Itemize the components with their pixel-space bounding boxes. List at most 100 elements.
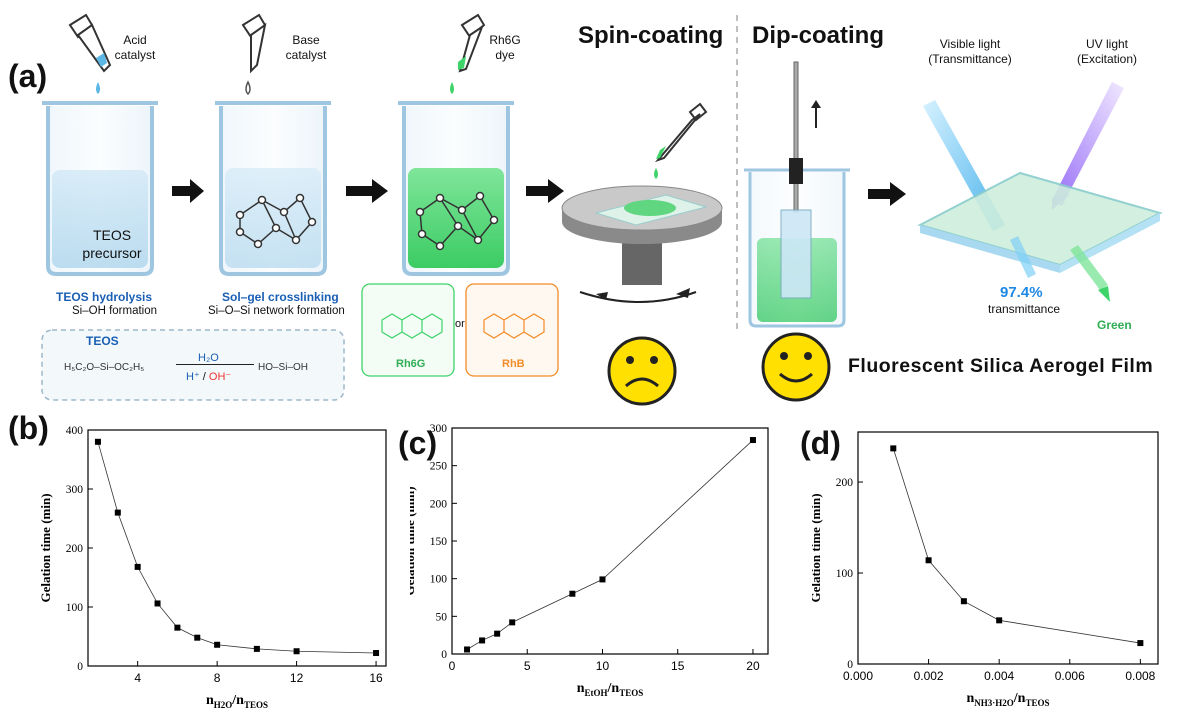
plot-frame — [857, 431, 1159, 665]
spin-coating-title: Spin-coating — [578, 22, 724, 49]
catalyst-label: H⁺ / OH⁻ — [186, 371, 232, 383]
or-label: or — [455, 318, 465, 330]
y-tick-label: 0 — [847, 659, 853, 671]
data-point — [494, 630, 501, 637]
data-point — [569, 590, 576, 597]
aerogel-film — [917, 82, 1163, 302]
x-tick-label: 0.006 — [1055, 669, 1085, 683]
schematic — [41, 13, 1163, 406]
data-point — [996, 617, 1003, 624]
y-tick-label: 50 — [436, 611, 448, 623]
data-point — [749, 437, 756, 444]
data-point — [464, 646, 471, 653]
transmittance-label: transmittance — [988, 302, 1061, 316]
y-tick-label: 150 — [430, 536, 448, 548]
x-tick-label: 4 — [134, 671, 141, 685]
data-point — [890, 445, 897, 452]
dropper-base — [241, 13, 267, 96]
data-point — [194, 634, 201, 641]
sad-face-icon — [607, 336, 677, 406]
x-tick-label: 8 — [214, 671, 221, 685]
process-arrows — [172, 179, 906, 206]
visible-light-label: Visible light (Transmittance) — [928, 37, 1012, 66]
y-tick-label: 400 — [66, 425, 84, 437]
beaker-dye — [398, 101, 514, 276]
series-line — [466, 439, 754, 650]
data-point — [134, 563, 141, 570]
panel-b-label: (b) — [8, 410, 49, 446]
teos-box-title: TEOS — [86, 334, 119, 348]
happy-face-icon — [761, 332, 831, 402]
rhb-label: RhB — [502, 358, 525, 370]
x-tick-label: 15 — [671, 659, 685, 673]
data-point — [960, 598, 967, 605]
x-tick-label: 20 — [746, 659, 760, 673]
x-tick-label: 0 — [449, 659, 456, 673]
y-tick-label: 300 — [66, 484, 84, 496]
data-point — [114, 509, 121, 516]
data-point — [214, 641, 221, 648]
data-point — [174, 624, 181, 631]
x-axis-label: nH2O/nTEOS — [206, 693, 268, 710]
x-axis-label: nEtOH/nTEOS — [577, 681, 644, 698]
y-tick-label: 200 — [836, 477, 854, 489]
y-axis-label: Gelation time (min) — [410, 486, 417, 595]
reaction-arrow — [176, 364, 254, 365]
x-tick-label: 12 — [290, 671, 304, 685]
y-tick-label: 200 — [66, 543, 84, 555]
dip-coating-title: Dip-coating — [752, 22, 884, 49]
beaker-teos — [42, 101, 158, 276]
base-catalyst-label: Base catalyst — [285, 33, 327, 62]
data-point — [293, 648, 300, 655]
data-point — [373, 650, 380, 657]
data-point — [94, 438, 101, 445]
step1-title: TEOS hydrolysis — [56, 290, 153, 304]
uv-light-label: UV light (Excitation) — [1076, 37, 1138, 66]
y-axis-label: Gelation time (min) — [38, 493, 53, 602]
beaker-solgel — [215, 101, 331, 276]
plot-frame — [87, 429, 387, 667]
data-point — [1137, 640, 1144, 647]
silanol-formula: HO–Si–OH — [258, 362, 309, 373]
teos-formula: H₅C₂O–Si–OC₂H₅ — [64, 362, 145, 373]
step2-title: Sol–gel crosslinking — [222, 290, 339, 304]
spin-coater — [561, 102, 723, 303]
panel-a-label: (a) — [8, 58, 48, 94]
panel-d-label: (d) — [800, 425, 841, 461]
x-tick-label: 0.000 — [843, 669, 873, 683]
y-tick-label: 100 — [430, 574, 448, 586]
y-tick-label: 250 — [430, 461, 448, 473]
x-tick-label: 5 — [524, 659, 531, 673]
dropper-dye — [450, 13, 486, 94]
data-point — [253, 645, 260, 652]
dip-coater — [744, 61, 850, 328]
dropper-acid — [68, 13, 112, 94]
data-point — [154, 600, 161, 607]
data-point — [509, 619, 516, 626]
data-point — [479, 637, 486, 644]
x-axis-label: nNH3·H2O/nTEOS — [966, 691, 1049, 708]
plot-frame — [451, 427, 769, 655]
data-point — [925, 557, 932, 564]
x-tick-label: 0.008 — [1125, 669, 1155, 683]
film-label: Fluorescent Silica Aerogel Film — [848, 355, 1154, 377]
teos-precursor-label: TEOS precursor — [82, 227, 142, 261]
series-line — [892, 448, 1141, 644]
y-tick-label: 0 — [441, 649, 447, 661]
y-axis-label: Gelation time (min) — [812, 493, 823, 602]
acid-catalyst-label: Acid catalyst — [114, 33, 156, 62]
x-tick-label: 0.002 — [914, 669, 944, 683]
reagent-label: H₂O — [198, 352, 219, 364]
x-tick-label: 10 — [596, 659, 610, 673]
rh6g-label: Rh6G — [396, 358, 426, 370]
x-tick-label: 16 — [369, 671, 383, 685]
y-tick-label: 100 — [836, 568, 854, 580]
rh6g-dye-label: Rh6G dye — [489, 33, 521, 62]
green-label: Green — [1097, 318, 1132, 332]
step2-sub: Si–O–Si network formation — [208, 305, 345, 317]
transmittance-value: 97.4% — [1000, 284, 1043, 301]
panel-c-label: (c) — [398, 425, 438, 461]
